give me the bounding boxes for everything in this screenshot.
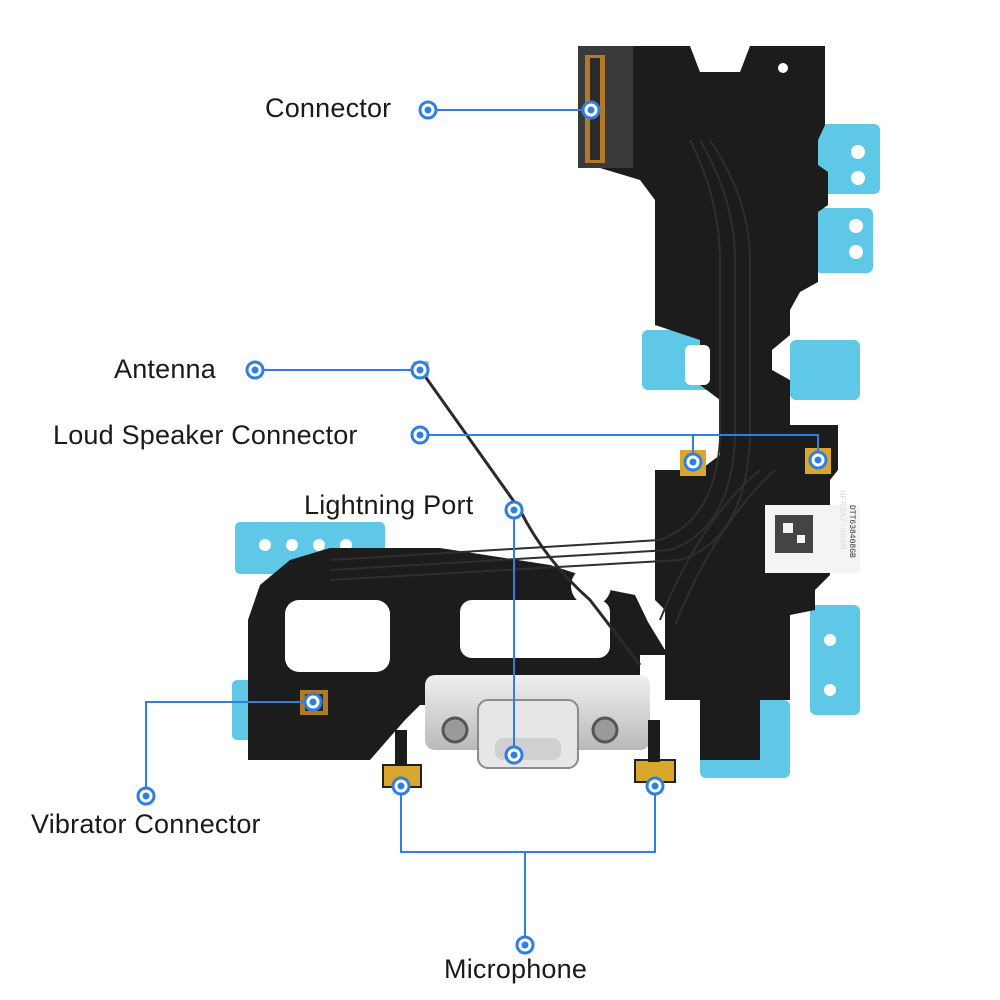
label-loud-speaker-connector: Loud Speaker Connector xyxy=(53,420,358,450)
round-hole xyxy=(571,566,611,606)
label-vibrator-connector: Vibrator Connector xyxy=(31,809,261,839)
label-microphone: Microphone xyxy=(444,954,588,984)
trace xyxy=(329,139,736,571)
adhesive-hole xyxy=(851,145,865,159)
adhesive-hole xyxy=(824,634,836,646)
callout-dot-antenna xyxy=(245,360,265,380)
callout-line-vibrator xyxy=(145,701,313,796)
adhesive-hole xyxy=(259,539,271,551)
adhesive-hole xyxy=(849,219,863,233)
microphone-parts xyxy=(382,720,676,788)
qr-code-inner xyxy=(783,523,793,533)
adhesive-tab-mid-right xyxy=(790,340,860,400)
callout-dot-loud-speaker xyxy=(410,425,430,445)
adhesive-tab-right xyxy=(810,605,860,715)
trace xyxy=(329,139,721,561)
adhesive-tab-top-right-2 xyxy=(815,208,873,273)
callout-dots xyxy=(136,100,828,955)
microphone-flex-left xyxy=(395,730,407,766)
part-model-code: HFR3A7-0K0M xyxy=(837,490,847,549)
adhesive-hole xyxy=(286,539,298,551)
trace xyxy=(329,139,751,581)
trace xyxy=(674,469,776,626)
adhesive-hole xyxy=(824,684,836,696)
flex-cutouts xyxy=(285,46,788,672)
label-sticker xyxy=(765,505,860,573)
label-lightning-port: Lightning Port xyxy=(304,490,474,520)
small-hole-top xyxy=(778,63,788,73)
label-connector: Connector xyxy=(265,93,392,123)
callout-dot-microphone xyxy=(515,935,535,955)
callout-dot-connector-end xyxy=(581,100,601,120)
top-notch xyxy=(690,46,750,72)
upper-slot xyxy=(685,345,710,385)
microphone-flex-right xyxy=(648,720,660,762)
callout-dot-microphone-left xyxy=(391,776,411,796)
center-window xyxy=(460,600,610,658)
antenna-wire xyxy=(420,371,642,666)
flex-cable-body xyxy=(248,46,838,760)
callout-dot-vibrator xyxy=(136,786,156,806)
callout-dot-loud-speaker-left xyxy=(683,452,703,472)
callout-dot-connector xyxy=(418,100,438,120)
part-serial: DTT638408GB xyxy=(847,505,856,558)
qr-code xyxy=(775,515,813,553)
callout-dot-lightning-end xyxy=(504,745,524,765)
callout-dot-lightning xyxy=(504,500,524,520)
adhesive-hole xyxy=(313,539,325,551)
left-window xyxy=(285,600,390,672)
label-antenna: Antenna xyxy=(114,354,216,384)
adhesive-hole xyxy=(849,245,863,259)
adhesive-hole xyxy=(851,171,865,185)
callout-dot-microphone-right xyxy=(645,776,665,796)
callout-dot-vibrator-end xyxy=(303,692,323,712)
qr-code-inner xyxy=(797,535,805,543)
callout-line-microphone xyxy=(400,786,656,853)
trace xyxy=(659,469,761,621)
callout-dot-antenna-end xyxy=(410,360,430,380)
lightning-port-part xyxy=(425,675,650,769)
port-screw-right xyxy=(591,716,619,744)
port-screw-left xyxy=(441,716,469,744)
callout-dot-loud-speaker-right xyxy=(808,450,828,470)
flex-traces xyxy=(329,139,776,626)
